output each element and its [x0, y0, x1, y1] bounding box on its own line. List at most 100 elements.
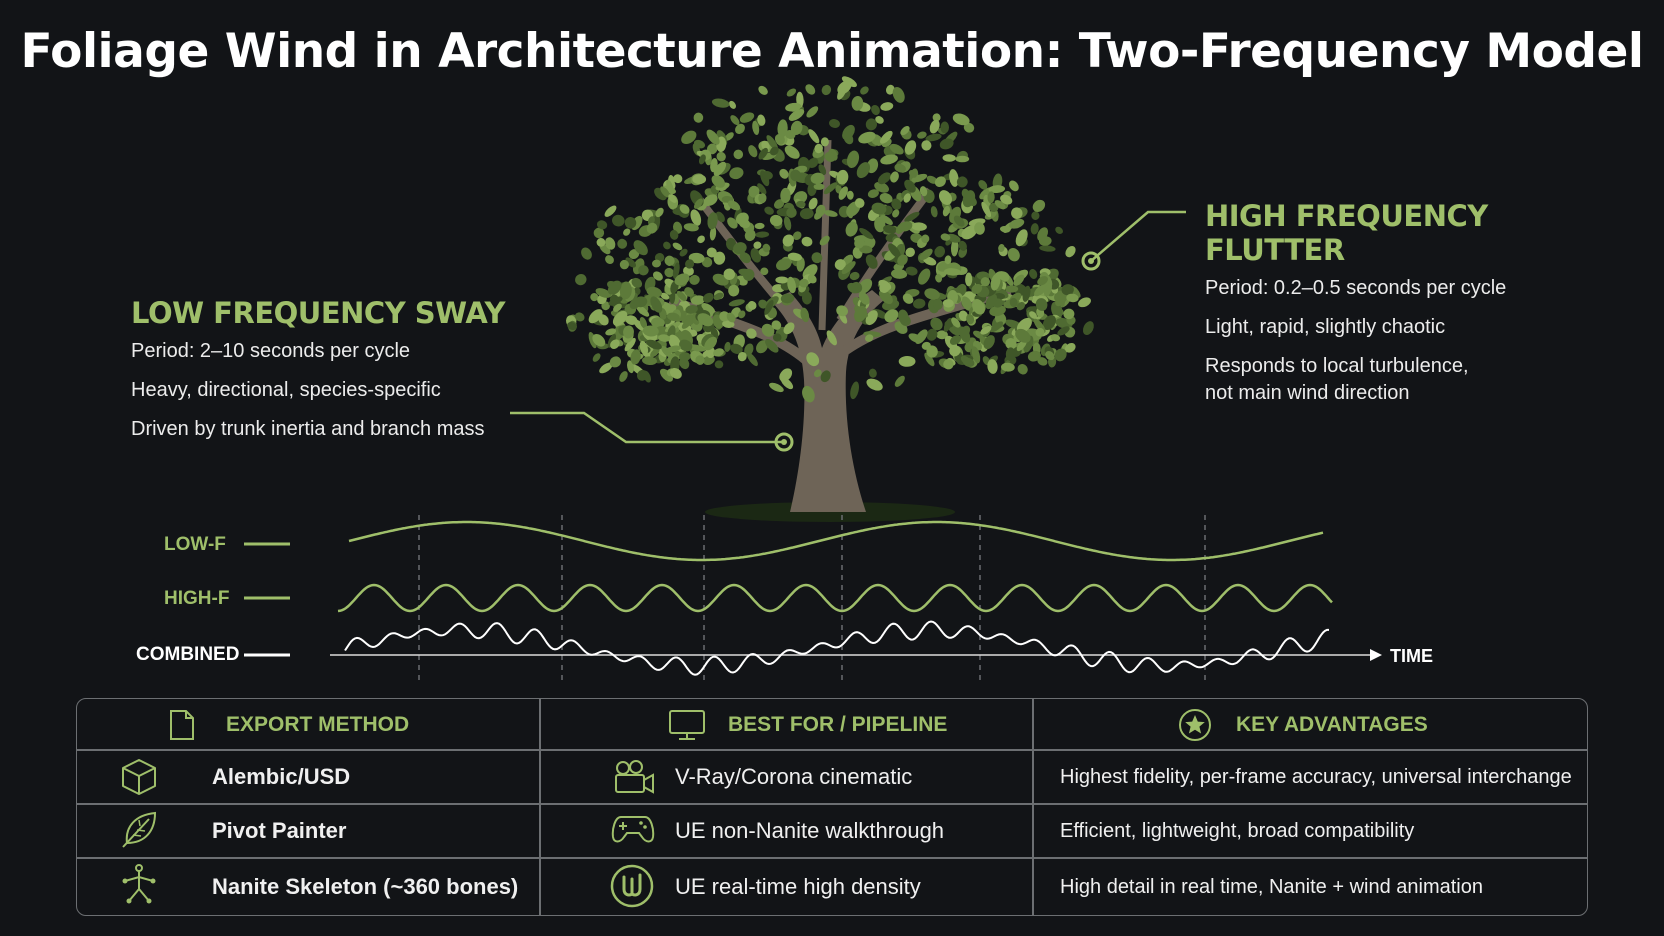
leaf — [911, 222, 927, 231]
leaf — [934, 245, 946, 258]
leaf — [972, 299, 985, 315]
leaf — [1082, 321, 1094, 336]
leaf — [619, 259, 630, 270]
leaf — [679, 248, 688, 257]
leaf — [867, 189, 879, 198]
leaf — [685, 304, 698, 314]
leaf — [719, 311, 730, 322]
high-frequency-wave — [337, 583, 1333, 613]
leaf — [814, 210, 824, 220]
leaf — [750, 247, 762, 263]
leaf — [1030, 223, 1039, 235]
leaf — [874, 181, 889, 193]
leaf — [799, 278, 809, 288]
leaf — [646, 286, 663, 298]
leaf — [1032, 199, 1046, 212]
leaf — [776, 258, 792, 271]
leaf — [683, 266, 694, 276]
tree-branch-center — [818, 139, 832, 331]
leaf — [761, 323, 775, 337]
high-frequency-leader — [1090, 210, 1186, 262]
low-frequency-leader — [510, 411, 784, 444]
leaf — [868, 368, 877, 378]
leaf — [1065, 246, 1076, 258]
leaf — [988, 185, 1006, 194]
leaf — [787, 276, 797, 294]
leaf — [940, 233, 951, 241]
leaf — [766, 135, 778, 151]
leaf — [769, 214, 783, 227]
leaf — [753, 241, 762, 249]
leaf — [943, 317, 952, 333]
row-pipeline: V-Ray/Corona cinematic — [675, 764, 913, 789]
unreal-logo-icon — [610, 864, 654, 908]
leaf — [790, 120, 803, 136]
leaf — [897, 254, 908, 266]
leaf — [821, 84, 832, 96]
leaf — [879, 282, 890, 293]
leaf — [944, 255, 952, 265]
leaf — [752, 120, 760, 136]
leaf — [904, 211, 920, 222]
leaf — [643, 370, 651, 383]
leaf — [748, 145, 758, 158]
leaf — [808, 197, 818, 210]
header-best-for-pipeline: BEST FOR / PIPELINE — [728, 713, 948, 736]
leaf — [946, 233, 961, 243]
leaf — [865, 334, 874, 342]
leaf — [871, 104, 880, 116]
leaf — [703, 194, 718, 206]
leaf — [919, 248, 933, 261]
leaf — [683, 223, 699, 232]
leaf — [769, 382, 784, 393]
leaf — [765, 338, 779, 353]
leaf — [923, 256, 937, 266]
leaf — [807, 157, 819, 168]
leaf — [780, 377, 794, 390]
export-methods-table: EXPORT METHOD BEST FOR / PIPELINE KEY AD… — [76, 698, 1588, 916]
leaf — [735, 212, 749, 225]
leaf — [915, 329, 928, 344]
leaf — [673, 174, 683, 184]
leaf — [624, 216, 637, 229]
leaf — [669, 367, 682, 379]
leaf — [681, 317, 693, 329]
leaf — [627, 360, 634, 374]
leaf — [716, 151, 726, 162]
leaf — [1013, 274, 1025, 286]
leaf — [1078, 297, 1091, 308]
leaf — [608, 296, 623, 306]
leaf — [1007, 247, 1020, 262]
leaf — [605, 328, 617, 336]
leaf — [917, 131, 927, 139]
leaf — [639, 340, 649, 356]
leaf — [660, 186, 670, 198]
leaf — [949, 335, 962, 345]
leaf — [955, 155, 970, 163]
leaf-icon — [122, 811, 157, 848]
leaf — [724, 341, 731, 352]
leaf — [666, 312, 680, 321]
leaf — [1050, 334, 1061, 342]
leaf — [1035, 327, 1045, 337]
leaf — [689, 274, 700, 285]
leaf — [681, 130, 697, 145]
leaf — [780, 187, 791, 204]
leaf — [713, 292, 724, 301]
leaf — [588, 331, 597, 349]
leaf — [866, 378, 883, 391]
leaf — [829, 119, 840, 128]
leaf — [652, 259, 661, 268]
leaf — [888, 243, 901, 258]
leaf — [695, 355, 705, 365]
leaf — [1042, 315, 1056, 330]
leaf — [929, 119, 940, 134]
leaf — [926, 175, 938, 184]
leaf — [960, 355, 971, 365]
leaf — [1035, 298, 1048, 311]
leaf — [1017, 363, 1028, 375]
skeleton-icon — [122, 864, 156, 904]
leaf — [886, 84, 895, 95]
leaf — [934, 176, 946, 188]
